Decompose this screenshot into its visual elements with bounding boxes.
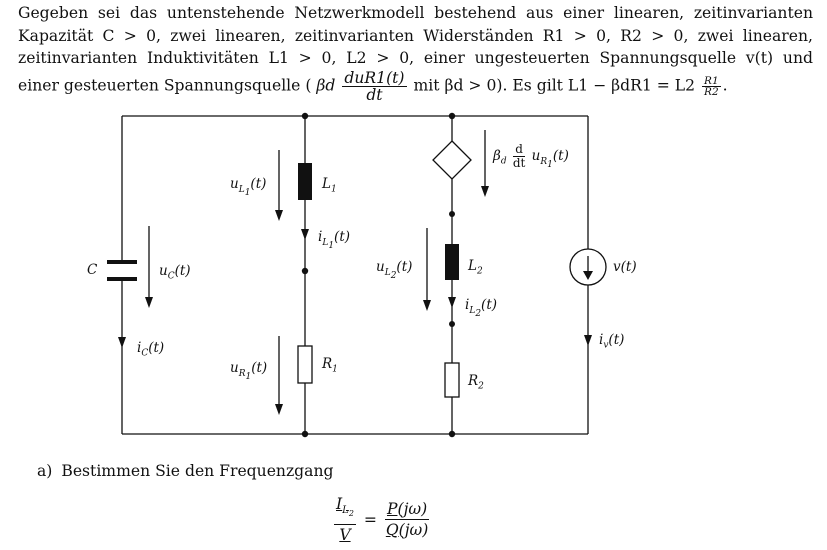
problem-line-4-middle: mit βd > 0). Es gilt L1 − βdR1 = L2 — [413, 76, 696, 94]
node-branch2-b — [449, 321, 455, 327]
ratio-denominator: R2 — [704, 85, 719, 98]
problem-line-4: einer gesteuerten Spannungsquelle ( βd d… — [18, 70, 813, 103]
node-middle-branch1 — [301, 267, 309, 275]
voltage-source-symbol — [569, 248, 607, 286]
ul2-arrow — [423, 228, 431, 311]
circuit-nodes — [301, 112, 456, 438]
label-l1: L1 — [322, 176, 337, 195]
task-a-label: a) — [37, 462, 53, 480]
label-ul1: uL1(t) — [230, 176, 267, 198]
ic-arrow — [118, 337, 126, 348]
label-il1: iL1(t) — [318, 229, 351, 251]
rhs-denominator: Q(jω) — [385, 521, 429, 540]
inductor-l2-symbol — [445, 244, 459, 280]
il2-arrow — [448, 297, 456, 308]
problem-line-1: Gegeben sei das untenstehende Netzwerkmo… — [18, 4, 813, 22]
beta-symbol: βd — [316, 76, 336, 94]
task-a-text: Bestimmen Sie den Frequenzgang — [61, 462, 334, 480]
frequency-response-equation: IL2 V = P(jω) Q(jω) — [332, 494, 431, 545]
label-dep-source: βd d dt uR1(t) — [493, 142, 569, 170]
label-v: v(t) — [613, 259, 637, 275]
node-top-middle — [301, 112, 309, 120]
node-bottom-right — [448, 430, 456, 438]
label-il2: iL2(t) — [465, 297, 498, 319]
label-iv: iv(t) — [599, 332, 625, 351]
node-top-right — [448, 112, 456, 120]
label-r1: R1 — [322, 356, 338, 375]
label-uc: uC(t) — [159, 263, 191, 282]
capacitor-symbol — [107, 260, 137, 281]
dependent-source-symbol — [432, 140, 472, 180]
ratio-numerator: R1 — [702, 74, 721, 87]
node-branch2-a — [449, 211, 455, 217]
label-ul2: uL2(t) — [376, 259, 413, 281]
iv-arrow — [584, 335, 592, 346]
lhs-denominator: V — [339, 526, 351, 545]
lhs-numerator: IL2 — [334, 494, 356, 526]
lhs-fraction: IL2 V — [334, 494, 356, 545]
task-a: a) Bestimmen Sie den Frequenzgang — [37, 462, 334, 480]
label-c: C — [87, 262, 98, 278]
equals-sign: = — [363, 510, 377, 529]
problem-line-4-end: . — [722, 76, 728, 94]
label-r2: R2 — [468, 373, 484, 392]
resistor-r1-symbol — [297, 345, 313, 384]
resistor-r2-symbol — [444, 362, 460, 398]
derivative-fraction: duR1(t) dt — [342, 68, 407, 104]
problem-line-3: zeitinvarianten Induktivitäten L1 > 0, L… — [18, 49, 813, 67]
il1-arrow — [301, 229, 309, 240]
ur1-arrow — [275, 336, 283, 415]
label-ur1: uR1(t) — [230, 360, 268, 382]
inductor-l1-symbol — [298, 163, 312, 200]
label-ic: iC(t) — [137, 340, 165, 359]
derivative-denominator: dt — [366, 85, 383, 104]
rhs-fraction: P(jω) Q(jω) — [384, 499, 430, 540]
resistance-ratio-fraction: R1 R2 — [702, 74, 721, 98]
problem-line-4-start: einer gesteuerten Spannungsquelle ( — [18, 76, 312, 94]
ul1-arrow — [275, 150, 283, 221]
problem-line-2: Kapazität C > 0, zwei linearen, zeitinva… — [18, 26, 813, 45]
node-bottom-middle — [301, 430, 309, 438]
rhs-numerator: P(jω) — [384, 500, 430, 521]
dep-source-voltage-arrow — [481, 130, 489, 197]
problem-statement: Gegeben sei das untenstehende Netzwerkmo… — [18, 2, 813, 103]
uc-arrow — [145, 226, 153, 308]
derivative-numerator: duR1(t) — [342, 68, 407, 87]
label-l2: L2 — [468, 258, 483, 277]
